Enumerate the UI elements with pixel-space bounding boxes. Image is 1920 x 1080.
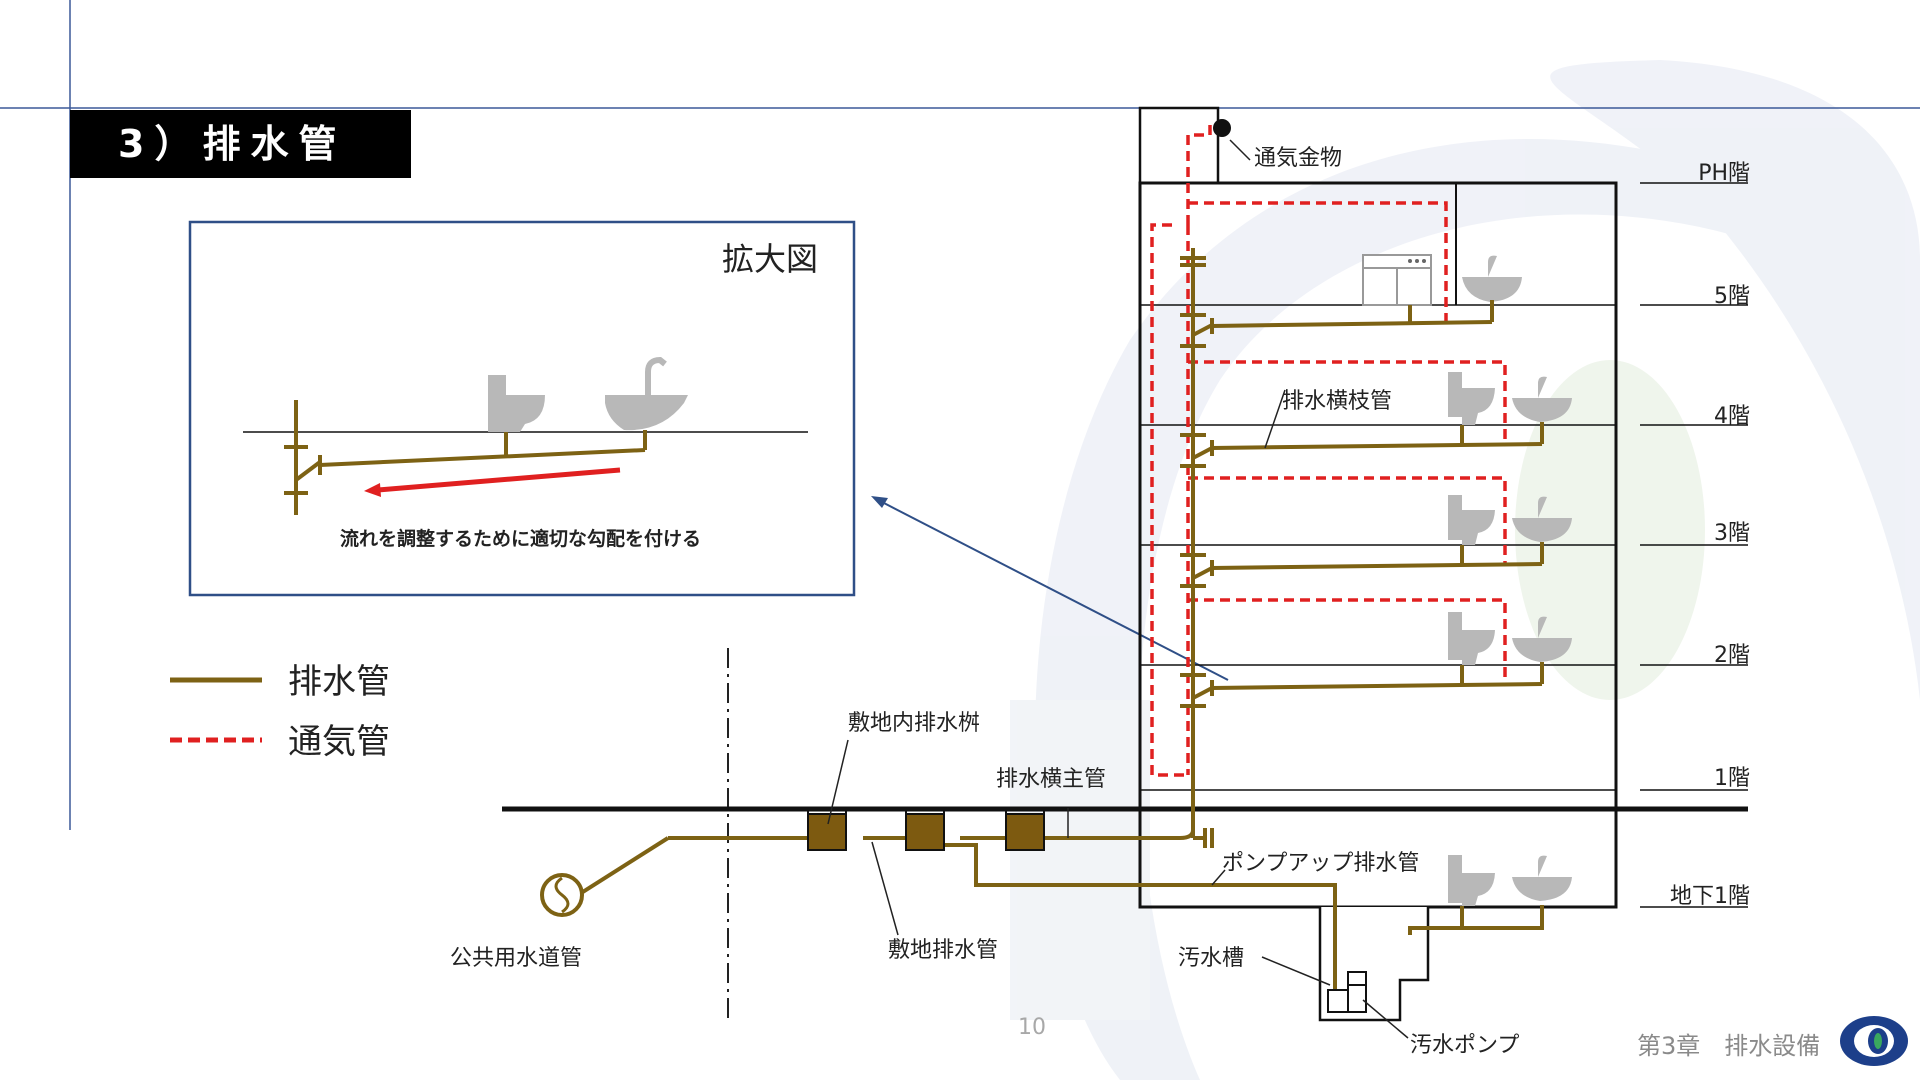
sink-icon (1512, 496, 1572, 542)
inset-panel: 拡大図 流れを調整するために適切な勾配を付ける (188, 220, 856, 597)
floor-label-1: 1階 (1714, 766, 1750, 791)
toilet-icon (1448, 495, 1462, 540)
inset-drain-pipe (284, 400, 647, 515)
inset-caption: 流れを調整するために適切な勾配を付ける (340, 527, 701, 550)
floor-label-4: 4階 (1714, 404, 1750, 429)
floor-labels: PH階 5階 4階 3階 2階 1階 地下1階 (1640, 161, 1750, 909)
page-title: 3）排水管 (70, 110, 411, 178)
legend: 排水管 通気管 (170, 662, 390, 762)
inset-title: 拡大図 (722, 240, 818, 278)
page-number: 10 (1018, 1015, 1046, 1040)
sink-icon (1512, 376, 1572, 422)
inset-sink-icon (605, 356, 688, 431)
watermark-logo (1010, 60, 1920, 1080)
sink-icon (1512, 855, 1572, 901)
vent-fitting-icon (1213, 119, 1231, 137)
footer-logo (1840, 1016, 1908, 1066)
catch-basins (807, 813, 1045, 851)
drain-pipes (576, 248, 1544, 990)
chapter-label: 第3章 排水設備 (1637, 1032, 1821, 1060)
label-main-pipe: 排水横主管 (996, 767, 1106, 792)
floor-label-ph: PH階 (1698, 161, 1750, 186)
sewage-pump-icon (1327, 971, 1367, 1013)
sink-icon (1462, 255, 1522, 302)
label-site-drain-pipe: 敷地排水管 (888, 938, 998, 963)
label-site-catch-basin: 敷地内排水桝 (848, 711, 980, 736)
floor-label-5: 5階 (1714, 284, 1750, 309)
vent-pipes (1150, 120, 1507, 777)
floor-label-b1: 地下1階 (1670, 884, 1750, 909)
zoom-pointer-arrow (871, 496, 1229, 681)
label-branch-pipe: 排水横枝管 (1282, 389, 1392, 414)
legend-vent-label: 通気管 (288, 722, 390, 762)
label-sewage-pump: 汚水ポンプ (1410, 1033, 1519, 1058)
inset-toilet-icon (488, 375, 545, 432)
callouts (827, 139, 1409, 1039)
toilet-icon (1448, 855, 1462, 903)
toilet-icon (1448, 372, 1462, 417)
floor-label-2: 2階 (1714, 643, 1750, 668)
building-fixtures (1362, 254, 1572, 906)
slope-arrow (364, 467, 621, 497)
label-sewage-tank: 汚水槽 (1178, 946, 1244, 971)
label-vent-fitting: 通気金物 (1254, 146, 1342, 171)
catch-basin (905, 813, 945, 851)
sink-icon (1512, 616, 1572, 662)
floor-label-3: 3階 (1714, 521, 1750, 546)
catch-basin (807, 813, 847, 851)
label-pumpup-pipe: ポンプアップ排水管 (1222, 851, 1419, 876)
catch-basin (1005, 813, 1045, 851)
label-public-sewer: 公共用水道管 (450, 946, 582, 971)
legend-drain-label: 排水管 (288, 662, 390, 702)
public-sewer-icon (540, 873, 584, 917)
toilet-icon (1448, 612, 1462, 660)
kitchen-sink-icon (1362, 254, 1432, 306)
